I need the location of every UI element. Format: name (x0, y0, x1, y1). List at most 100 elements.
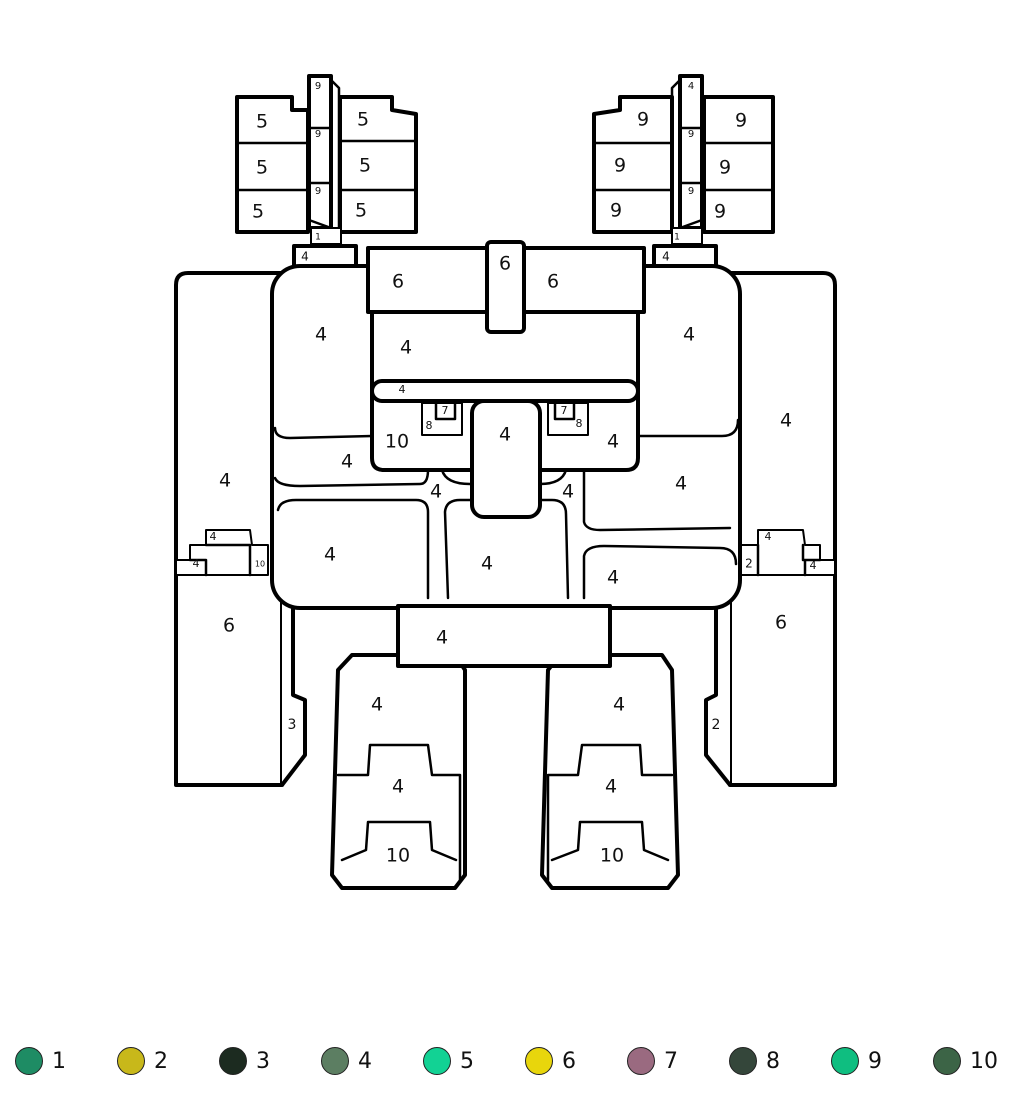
label-hand-r: 6 (775, 612, 787, 634)
label-rb-6: 9 (714, 201, 726, 223)
swatch-7[interactable] (627, 1047, 655, 1075)
label-brow-r: 7 (561, 404, 568, 417)
label-rrod-2: 9 (688, 129, 694, 140)
label-belt: 4 (436, 627, 448, 649)
label-cuff-l-1: 4 (210, 530, 217, 543)
label-cuff-r-2: 2 (745, 557, 753, 571)
label-foot-r: 4 (605, 776, 617, 798)
swatch-2[interactable] (117, 1047, 145, 1075)
right-leg[interactable] (540, 653, 680, 890)
swatch-4[interactable] (321, 1047, 349, 1075)
label-toe-l: 10 (386, 845, 410, 867)
label-rb-3: 9 (614, 155, 626, 177)
palette-chip[interactable]: 6 (525, 1040, 576, 1082)
coloring-page[interactable]: 5 5 5 5 5 5 9 9 9 1 9 9 9 9 9 9 4 9 9 1 … (0, 0, 1024, 1000)
swatch-9[interactable] (831, 1047, 859, 1075)
swatch-number: 6 (562, 1048, 576, 1074)
swatch-number: 4 (358, 1048, 372, 1074)
palette-chip[interactable]: 2 (117, 1040, 168, 1082)
label-hat-r: 6 (547, 271, 559, 293)
label-rrod-4: 1 (674, 233, 680, 243)
label-chest-cr: 4 (562, 481, 574, 503)
label-visor: 4 (399, 383, 406, 396)
swatch-number: 8 (766, 1048, 780, 1074)
label-belly-r: 4 (607, 567, 619, 589)
label-lb-3: 5 (256, 157, 268, 179)
label-belly-l: 4 (324, 544, 336, 566)
label-mouth: 10 (385, 431, 409, 453)
label-lrod-3: 9 (315, 186, 321, 197)
label-eye-l: 8 (426, 419, 433, 432)
label-arm-r-upper: 4 (780, 410, 792, 432)
label-cuff-l-3: 10 (255, 560, 265, 569)
region-numbers: 5 5 5 5 5 5 9 9 9 1 9 9 9 9 9 9 4 9 9 1 … (193, 81, 817, 867)
label-chest-l: 4 (341, 451, 353, 473)
label-toe-r: 10 (600, 845, 624, 867)
swatch-number: 9 (868, 1048, 882, 1074)
left-banner[interactable] (235, 74, 418, 266)
label-lrod-4: 1 (315, 233, 321, 243)
label-face: 4 (400, 337, 412, 359)
label-belly-c: 4 (481, 553, 493, 575)
label-cuff-r-1: 4 (765, 530, 772, 543)
label-rb-2: 9 (735, 110, 747, 132)
label-rb-5: 9 (610, 200, 622, 222)
swatch-number: 1 (52, 1048, 66, 1074)
label-hand-l: 6 (223, 615, 235, 637)
swatch-number: 3 (256, 1048, 270, 1074)
label-lb-2: 5 (357, 109, 369, 131)
palette-chip[interactable]: 1 (15, 1040, 66, 1082)
label-lrod-1: 9 (315, 81, 321, 92)
label-arm-l-upper: 4 (219, 470, 231, 492)
palette-chip[interactable]: 5 (423, 1040, 474, 1082)
label-lb-6: 5 (355, 200, 367, 222)
label-lb-4: 5 (359, 155, 371, 177)
swatch-10[interactable] (933, 1047, 961, 1075)
swatch-number: 5 (460, 1048, 474, 1074)
palette-chip[interactable]: 7 (627, 1040, 678, 1082)
label-rb-1: 9 (637, 109, 649, 131)
label-cuff-r-3: 4 (810, 559, 817, 572)
label-hat-c: 6 (499, 253, 511, 275)
label-eye-r: 8 (576, 417, 583, 430)
label-rrod-1: 4 (688, 81, 694, 92)
left-arm[interactable] (174, 271, 307, 787)
label-side-l: 3 (288, 717, 297, 733)
swatch-6[interactable] (525, 1047, 553, 1075)
right-banner[interactable] (592, 74, 775, 266)
label-rrod-3: 9 (688, 186, 694, 197)
label-cheek-r: 4 (607, 431, 619, 453)
label-nose: 4 (499, 424, 511, 446)
swatch-1[interactable] (15, 1047, 43, 1075)
palette-chip[interactable]: 4 (321, 1040, 372, 1082)
swatch-3[interactable] (219, 1047, 247, 1075)
label-cuff-l-2: 4 (193, 557, 200, 570)
label-shoulder-r: 4 (683, 324, 695, 346)
color-palette: 1 2 3 4 5 6 7 8 9 10 (0, 1040, 1024, 1082)
palette-chip[interactable]: 8 (729, 1040, 780, 1082)
label-nub-r: 4 (662, 250, 670, 264)
label-leg-l: 4 (371, 694, 383, 716)
label-shoulder-l: 4 (315, 324, 327, 346)
palette-chip[interactable]: 9 (831, 1040, 882, 1082)
right-arm[interactable] (704, 271, 837, 787)
label-side-r: 2 (712, 717, 721, 733)
label-foot-l: 4 (392, 776, 404, 798)
swatch-number: 7 (664, 1048, 678, 1074)
palette-chip[interactable]: 10 (933, 1040, 998, 1082)
swatch-number: 10 (970, 1048, 998, 1074)
label-chest-r: 4 (675, 473, 687, 495)
label-lb-5: 5 (252, 201, 264, 223)
swatch-8[interactable] (729, 1047, 757, 1075)
head[interactable] (366, 240, 646, 519)
label-lrod-2: 9 (315, 129, 321, 140)
swatch-5[interactable] (423, 1047, 451, 1075)
label-hat-l: 6 (392, 271, 404, 293)
label-lb-1: 5 (256, 111, 268, 133)
label-chest-cl: 4 (430, 481, 442, 503)
label-brow-l: 7 (442, 404, 449, 417)
swatch-number: 2 (154, 1048, 168, 1074)
label-nub-l: 4 (301, 250, 309, 264)
label-leg-r: 4 (613, 694, 625, 716)
palette-chip[interactable]: 3 (219, 1040, 270, 1082)
